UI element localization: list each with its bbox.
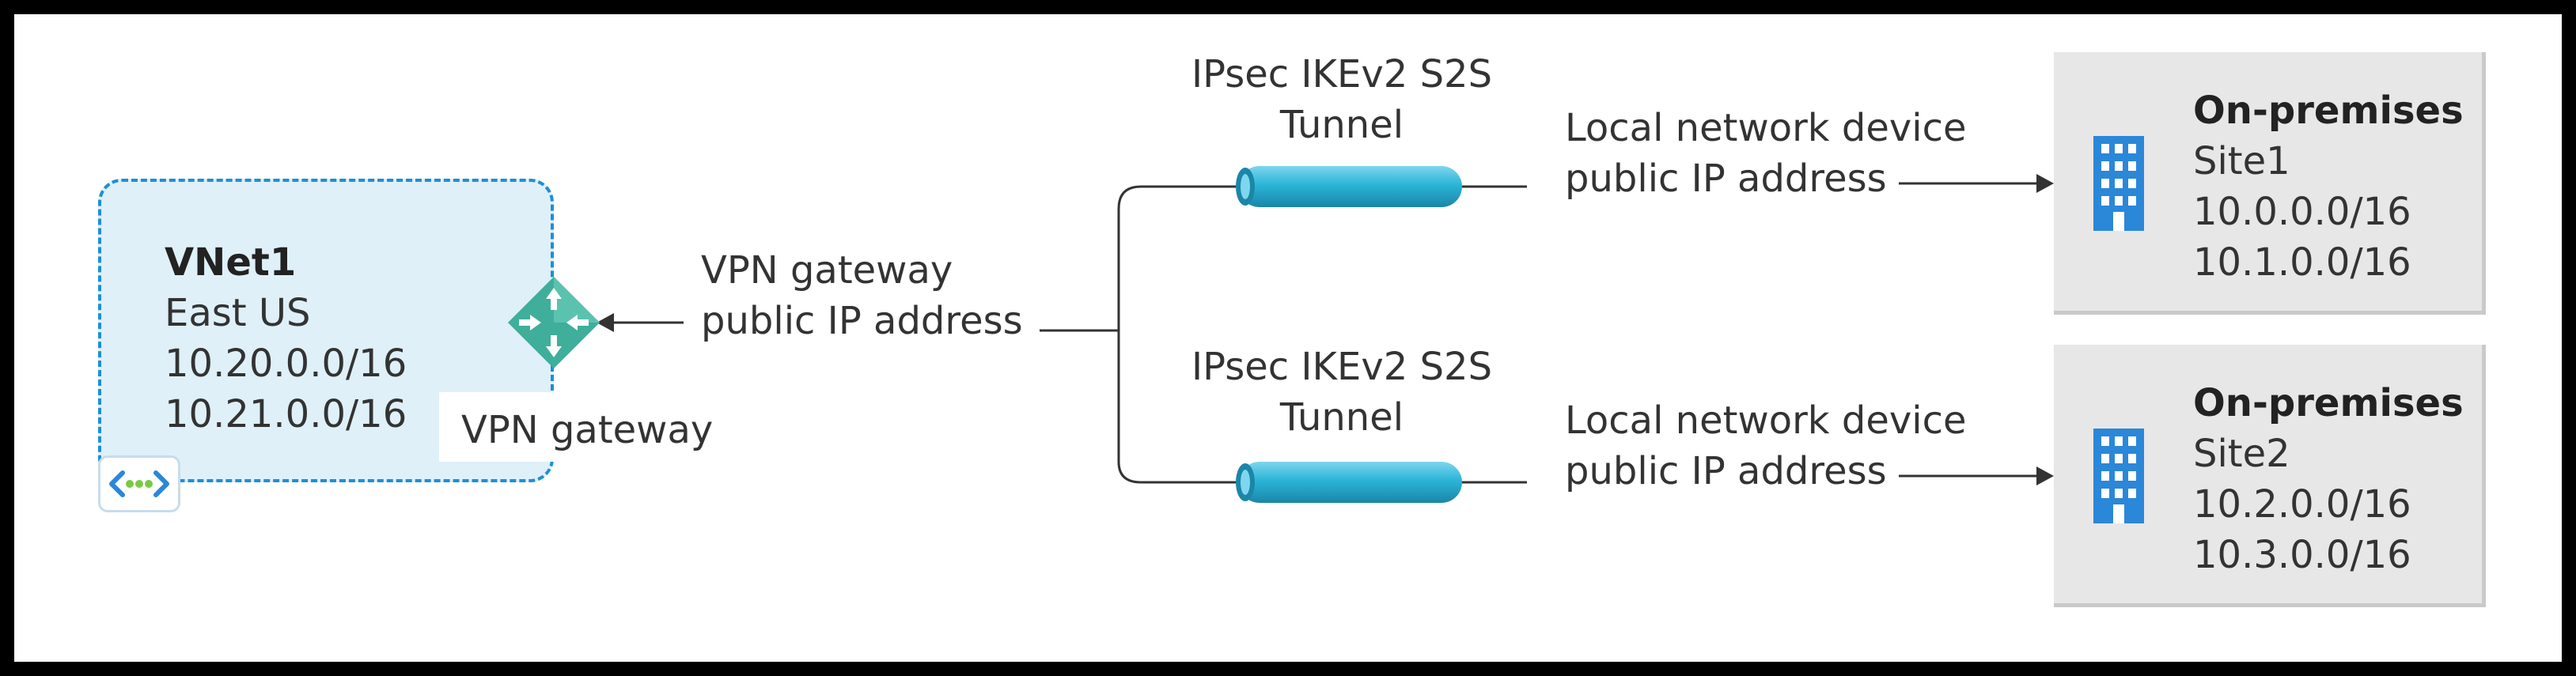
site-2-prefix-2: 10.3.0.0/16 bbox=[2193, 533, 2411, 577]
building-icon bbox=[2093, 136, 2144, 231]
diagram-canvas: VNet1 East US 10.20.0.0/16 10.21.0.0/16 … bbox=[14, 14, 2562, 662]
tunnel-1-label-line1: IPsec IKEv2 S2S bbox=[1191, 52, 1493, 96]
gateway-label-background bbox=[439, 392, 716, 462]
virtual-network-icon bbox=[98, 455, 180, 512]
site-2-name: Site2 bbox=[2193, 432, 2290, 476]
device-1-label-line2: public IP address bbox=[1565, 157, 1887, 201]
gateway-label: VPN gateway bbox=[461, 408, 714, 452]
site-2-title: On-premises bbox=[2193, 381, 2464, 425]
gateway-arrow bbox=[597, 313, 684, 332]
connectors-layer bbox=[508, 136, 2144, 523]
vpn-gateway-icon bbox=[508, 277, 600, 368]
device-2-label-line2: public IP address bbox=[1565, 449, 1887, 493]
vnet-prefix-1: 10.20.0.0/16 bbox=[165, 342, 407, 386]
vnet-name: VNet1 bbox=[165, 240, 297, 285]
tunnel-2-label-line2: Tunnel bbox=[1279, 395, 1404, 440]
tunnel-2-label-line1: IPsec IKEv2 S2S bbox=[1191, 345, 1493, 389]
vnet-region: East US bbox=[165, 291, 311, 335]
device-2-label-line1: Local network device bbox=[1565, 398, 1967, 443]
site-1-prefix-1: 10.0.0.0/16 bbox=[2193, 190, 2411, 234]
device-1-label-line1: Local network device bbox=[1565, 106, 1967, 150]
vnet-prefix-2: 10.21.0.0/16 bbox=[165, 392, 407, 436]
tunnel-1-label-line2: Tunnel bbox=[1279, 103, 1404, 147]
site-1-title: On-premises bbox=[2193, 89, 2464, 133]
tunnel-bracket bbox=[1040, 185, 1239, 484]
site-2-prefix-1: 10.2.0.0/16 bbox=[2193, 482, 2411, 527]
gateway-ip-label-line2: public IP address bbox=[701, 299, 1023, 343]
gateway-ip-label-line1: VPN gateway bbox=[701, 248, 953, 293]
site-1-prefix-2: 10.1.0.0/16 bbox=[2193, 240, 2411, 285]
tunnel-2-pipe bbox=[1236, 462, 1462, 503]
tunnel-1-pipe bbox=[1236, 166, 1462, 207]
site-1-arrow bbox=[1899, 174, 2054, 193]
site-2-arrow bbox=[1899, 466, 2054, 485]
site-1-name: Site1 bbox=[2193, 139, 2290, 183]
building-icon bbox=[2093, 429, 2144, 523]
